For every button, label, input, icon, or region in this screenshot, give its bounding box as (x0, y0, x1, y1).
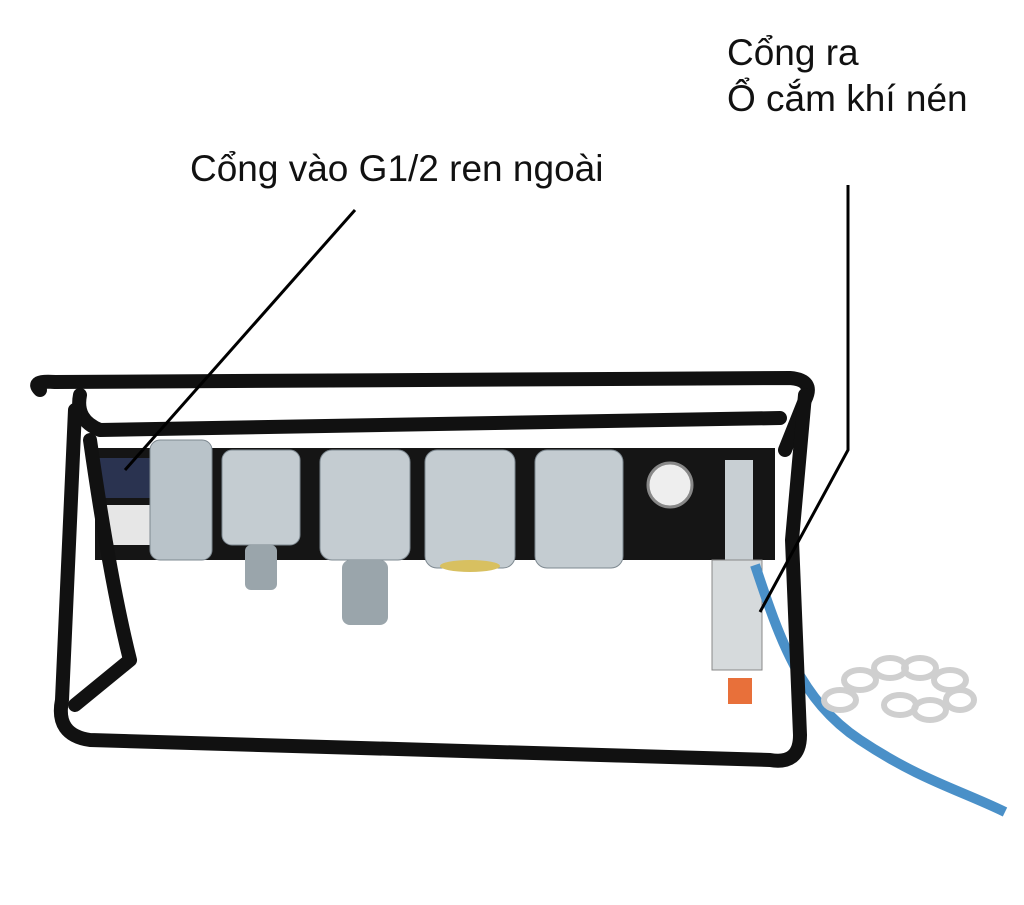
chain (821, 655, 977, 723)
outlet-label-line1: Cổng ra (727, 32, 859, 73)
filter-unit (221, 449, 301, 546)
filter-unit (424, 449, 516, 569)
outlet-label-line2: Ổ cắm khí nén (727, 78, 968, 120)
outlet-port-label: Cổng ra Ổ cắm khí nén (727, 30, 968, 123)
filter-units (149, 439, 624, 625)
filter-unit (319, 449, 411, 561)
air-hose (750, 563, 1008, 817)
inlet-leader-line (123, 209, 357, 471)
tube-frame (30, 371, 815, 768)
filter-bowl (245, 545, 277, 590)
outlet-fitting (728, 678, 752, 704)
filter-unit (534, 449, 624, 569)
outlet-leader-line (758, 185, 850, 613)
outlet-coupler (711, 559, 763, 671)
filter-unit (149, 439, 213, 561)
inlet-port-label: Cổng vào G1/2 ren ngoài (190, 148, 604, 189)
filter-ring (440, 560, 500, 572)
pressure-gauge-icon (646, 461, 694, 509)
filter-bowl (342, 560, 388, 625)
